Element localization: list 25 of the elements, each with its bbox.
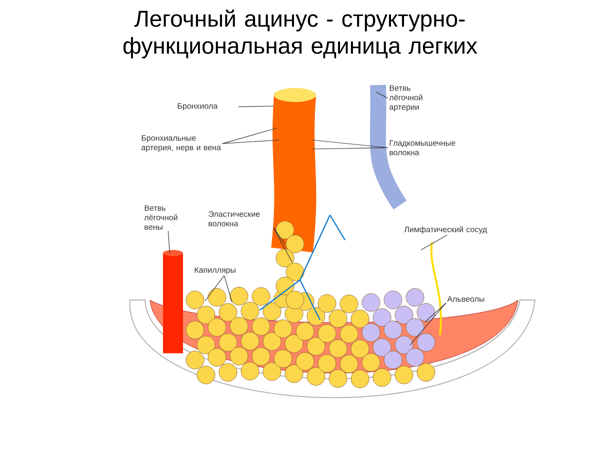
leader-line (238, 106, 274, 108)
label: Ветвь лёгочной артерии (389, 85, 422, 112)
leader-line (273, 227, 286, 244)
leader-line (312, 147, 388, 150)
leader-line (420, 234, 448, 250)
leader-line (410, 302, 446, 346)
label: Лимфатический сосуд (404, 226, 487, 234)
leader-line (204, 275, 224, 302)
label: Эластические волокна (208, 211, 260, 226)
leader-line (222, 140, 280, 144)
leader-line (312, 140, 388, 148)
leader-line (224, 275, 232, 302)
leader-line (424, 302, 446, 322)
label: Альвеолы (447, 296, 484, 302)
label: Ветвь лёгочной вены (144, 205, 178, 230)
leader-line (273, 227, 292, 262)
label: Бронхиальные артерия, нерв и вена (142, 135, 221, 152)
vein-drawing (163, 250, 183, 354)
label: Капилляры (194, 267, 236, 274)
leader-line (222, 128, 278, 144)
leader-line (168, 230, 170, 254)
title: Легочный ацинус - структурно-функциональная единица легких (123, 10, 478, 58)
leader-line (376, 92, 388, 99)
label: Гладкомышечные волокна (390, 140, 456, 156)
label: Бронхиола (178, 103, 218, 110)
